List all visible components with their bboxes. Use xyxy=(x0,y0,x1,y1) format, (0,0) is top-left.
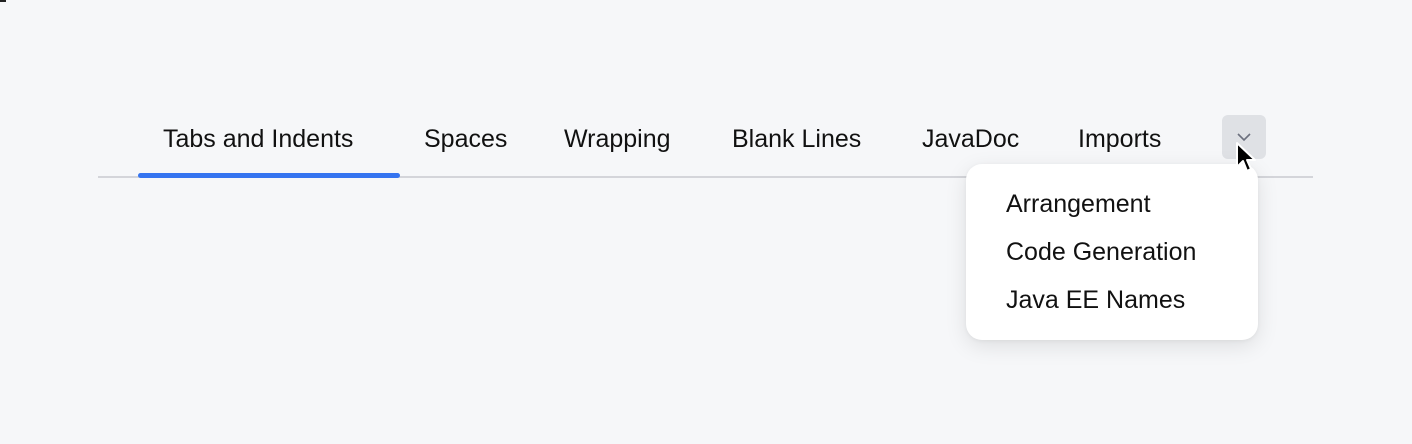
tab-label: Imports xyxy=(1078,125,1162,153)
menu-item-code-generation[interactable]: Code Generation xyxy=(1006,238,1197,266)
tab-label: Blank Lines xyxy=(732,125,862,153)
tab-label: Spaces xyxy=(424,125,508,153)
tab-label: Tabs and Indents xyxy=(163,125,354,153)
overflow-tabs-menu: Arrangement Code Generation Java EE Name… xyxy=(966,164,1258,340)
menu-item-arrangement[interactable]: Arrangement xyxy=(1006,190,1151,218)
tab-imports[interactable]: Imports xyxy=(1078,114,1161,178)
selected-tab-indicator xyxy=(138,173,400,178)
tab-wrapping[interactable]: Wrapping xyxy=(564,114,671,178)
corner-artifact xyxy=(0,0,6,2)
chevron-down-icon xyxy=(1237,133,1251,142)
tab-blank-lines[interactable]: Blank Lines xyxy=(732,114,861,178)
tab-label: Wrapping xyxy=(564,125,671,153)
tab-tabs-and-indents[interactable]: Tabs and Indents xyxy=(138,114,400,178)
tab-bar-divider xyxy=(98,176,1313,178)
menu-item-java-ee-names[interactable]: Java EE Names xyxy=(1006,286,1186,314)
tab-spaces[interactable]: Spaces xyxy=(424,114,507,178)
tab-javadoc[interactable]: JavaDoc xyxy=(922,114,1019,178)
tab-label: JavaDoc xyxy=(922,125,1020,153)
tab-bar: Tabs and Indents Spaces Wrapping Blank L… xyxy=(98,114,1313,178)
more-tabs-button[interactable] xyxy=(1222,115,1266,159)
